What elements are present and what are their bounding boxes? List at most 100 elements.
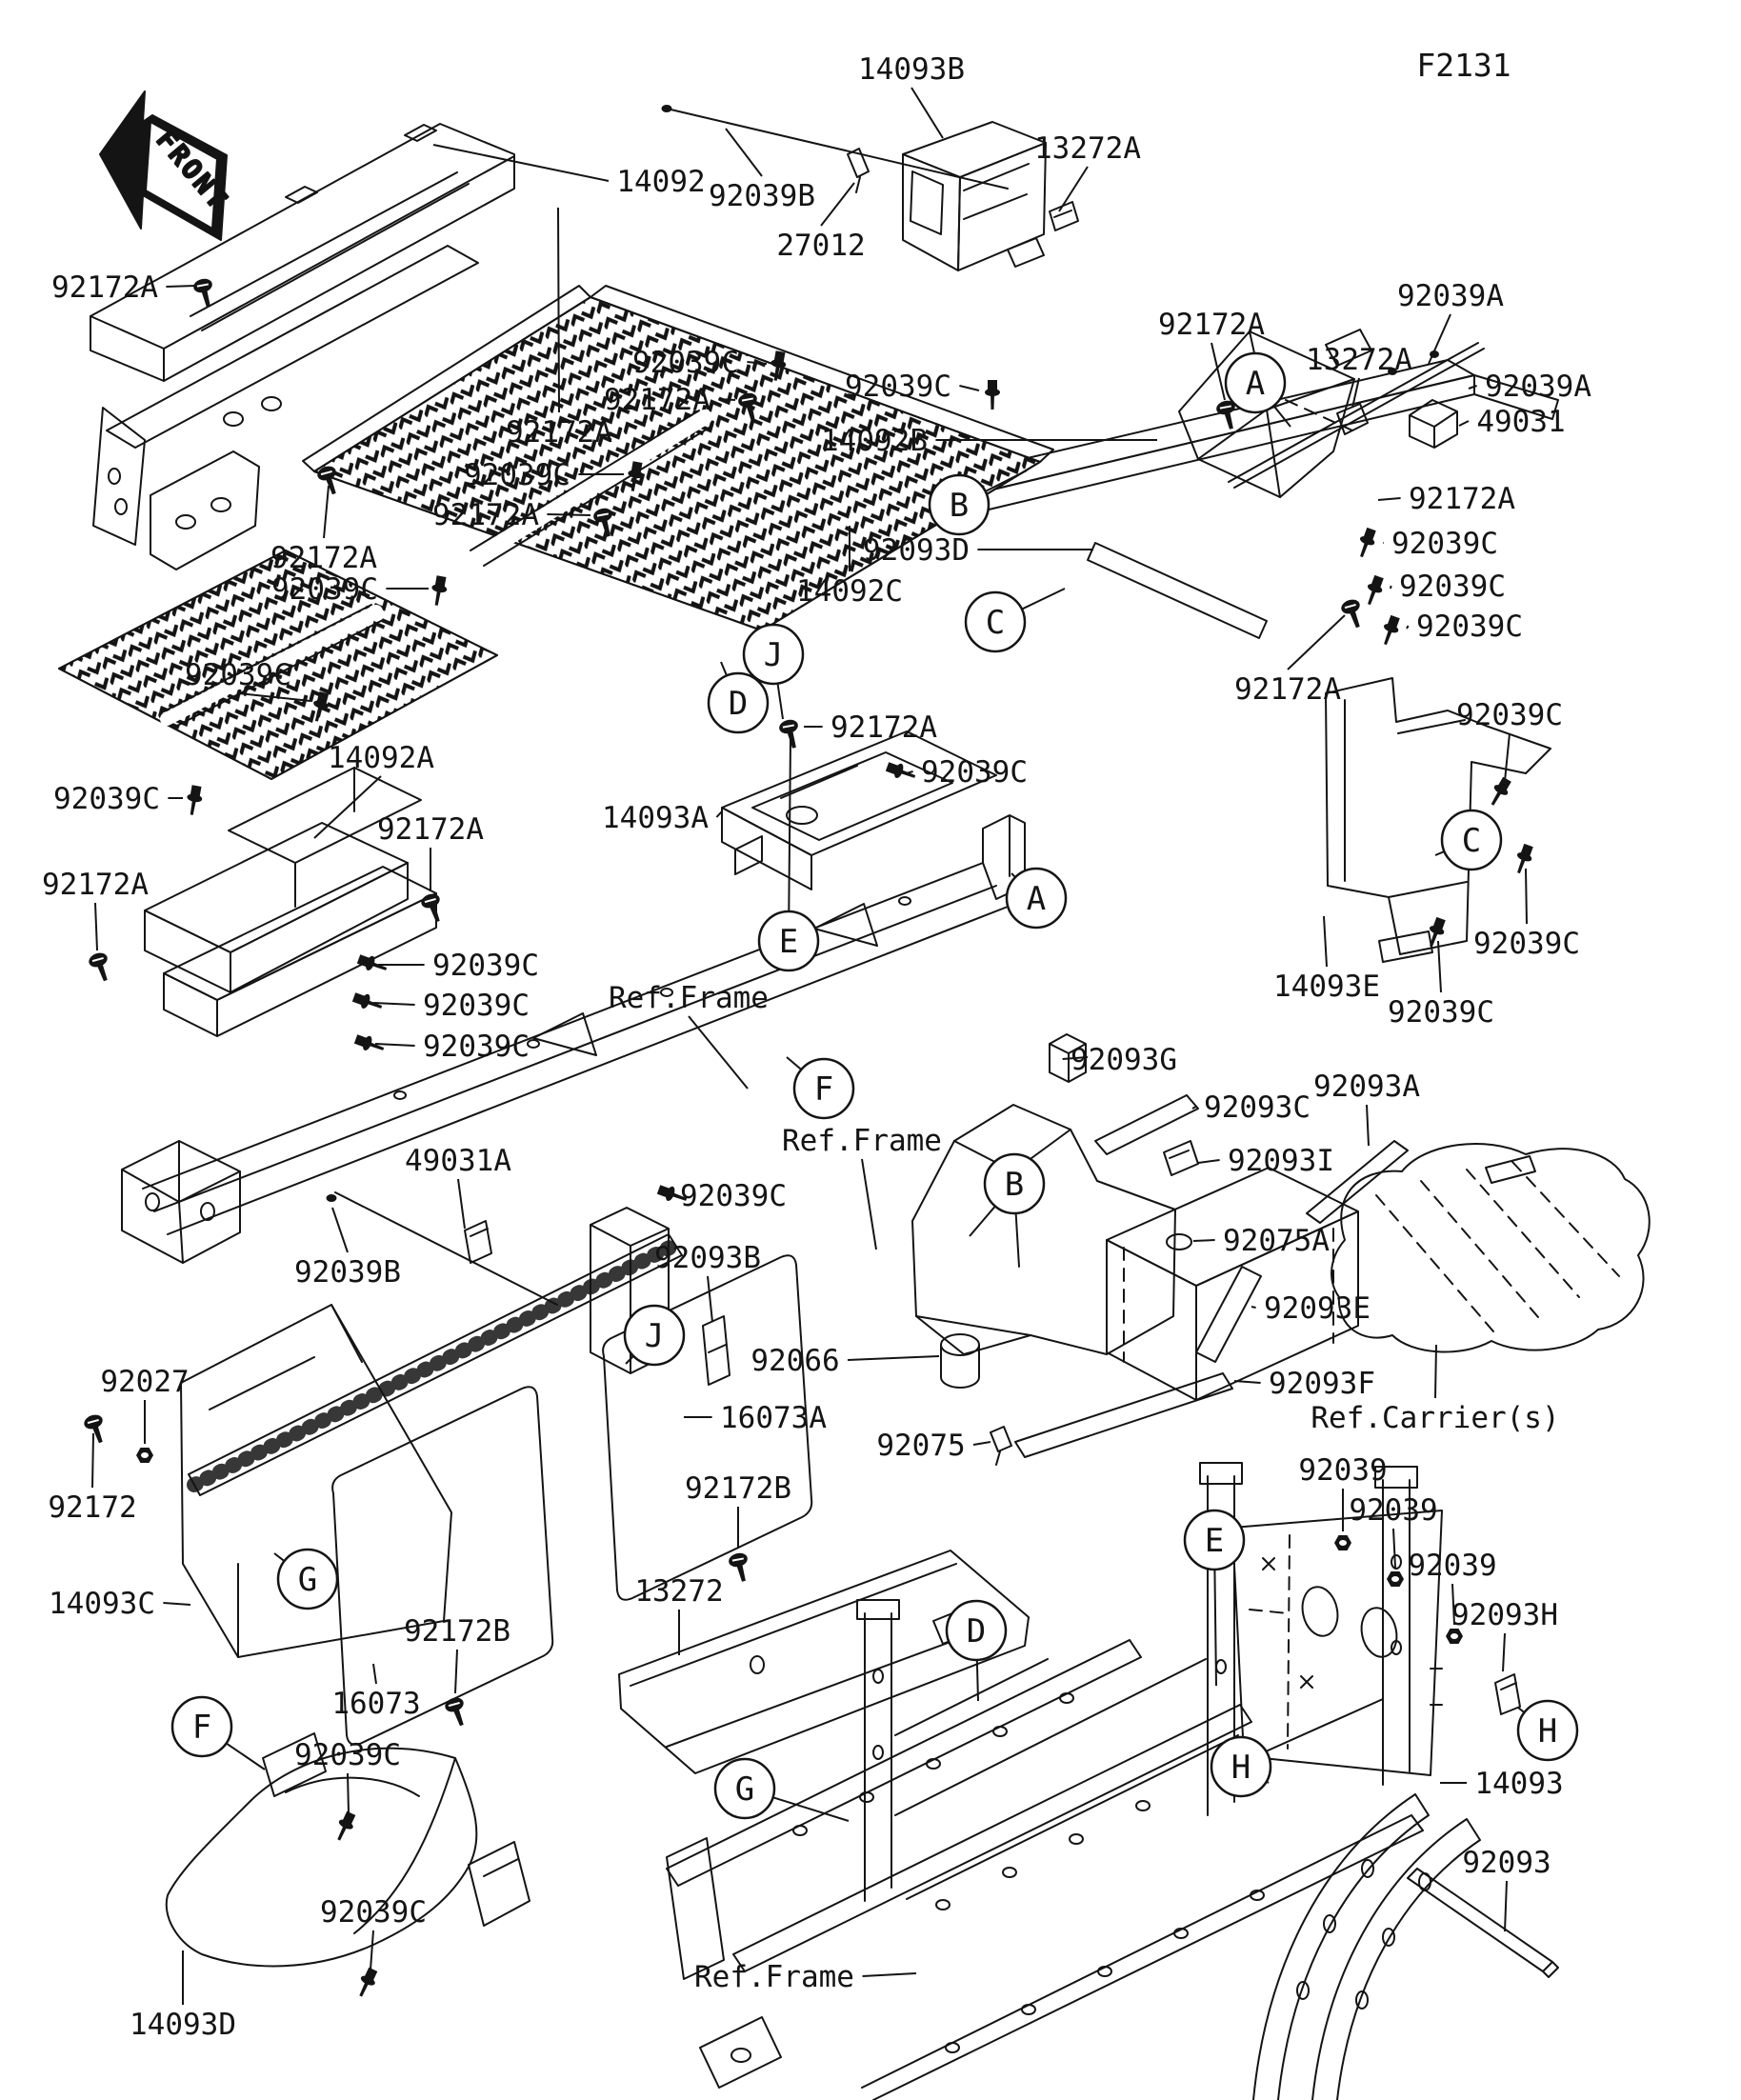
part-label: 92172A [1409, 482, 1515, 516]
front-arrow: FRONT [99, 90, 236, 241]
part-label: 13272A [1306, 343, 1412, 377]
leader-line [557, 207, 560, 413]
leader-line [725, 128, 763, 177]
part-92093E-bar [1195, 1266, 1262, 1363]
fastener-screw-icon [726, 1550, 754, 1585]
callout-leader-line [1022, 588, 1066, 610]
fastener-screw-icon [418, 890, 449, 927]
callout-letter: B [950, 487, 969, 525]
leader-line [1437, 940, 1442, 993]
part-label: 92039B [294, 1255, 401, 1290]
part-label: 92039C [1391, 527, 1498, 561]
callout-leader-line [1011, 872, 1016, 878]
part-92093I-clip [1163, 1140, 1199, 1176]
part-label: 92039A [1397, 279, 1504, 313]
callout-letter: C [1462, 822, 1481, 860]
ref-frame-ladder [666, 1462, 1481, 2100]
part-92093-rod [1407, 1868, 1559, 1978]
fastener-screw-icon [86, 950, 116, 986]
part-label: Ref.Frame [609, 981, 769, 1015]
callout-letter: E [779, 923, 798, 961]
callout-letter: H [1538, 1712, 1557, 1750]
callout-leader-line [773, 1796, 850, 1822]
leader-line [1458, 420, 1470, 427]
callout-leader-line [273, 1552, 285, 1562]
callout-letter: G [735, 1770, 754, 1809]
fastener-bolt-icon [985, 380, 1000, 410]
part-label: 92172B [404, 1614, 510, 1649]
part-label: 49031 [1476, 405, 1565, 439]
part-92093F-strip [1014, 1372, 1233, 1458]
leader-line [454, 1649, 458, 1694]
part-label: 92039 [1408, 1549, 1496, 1583]
callout-circle [983, 1152, 1046, 1215]
part-92093C-strip [1094, 1094, 1199, 1155]
callout-leader-line [776, 684, 784, 720]
leader-line [313, 775, 382, 839]
part-label: 92172A [604, 383, 710, 417]
leader-line [861, 1158, 877, 1250]
part-16073A-curtain [602, 1254, 813, 1601]
fastener-bolt-icon [184, 784, 205, 817]
part-92093A-strip [1306, 1140, 1409, 1224]
part-label: 27012 [776, 229, 865, 263]
leader-line [707, 1275, 713, 1323]
part-label: 92093E [1264, 1291, 1371, 1326]
part-label: 92039C [1473, 927, 1580, 961]
callout-letter: C [986, 604, 1005, 642]
leader-line [372, 1663, 377, 1685]
part-label: 92039C [53, 782, 160, 816]
fastener-screw-icon [1338, 596, 1369, 632]
leader-line [847, 1355, 940, 1361]
part-label: 92039C [921, 755, 1028, 790]
part-label: 92075A [1223, 1224, 1330, 1258]
part-label: 92172A [377, 812, 484, 847]
part-label: 92172A [42, 868, 149, 902]
part-label: 92039C [1399, 570, 1506, 604]
fastener-nut-icon [136, 1448, 153, 1463]
part-14093B-bracket [902, 121, 1079, 271]
callout-circle [945, 1599, 1008, 1662]
part-label: 14092C [796, 574, 903, 609]
callout-leader-line [1434, 850, 1444, 856]
part-label: 92039C [1416, 610, 1523, 644]
fastener-bolt-icon [331, 1810, 359, 1844]
part-92075-damper [990, 1426, 1012, 1466]
callout-leader-line [226, 1743, 266, 1770]
part-label: 14093C [49, 1587, 155, 1621]
ref-carrier [1331, 1143, 1651, 1353]
leader-line [372, 1002, 415, 1006]
part-label: 49031A [405, 1144, 511, 1178]
part-label: 92039C [1456, 698, 1563, 732]
leader-line [1062, 1056, 1089, 1060]
part-label: 92039C [632, 346, 739, 380]
leader-line [323, 485, 330, 539]
leader-line [370, 1930, 374, 1970]
callout-letter: A [1027, 880, 1046, 918]
part-label: 92172B [685, 1471, 791, 1506]
part-49031A-clip [464, 1220, 492, 1264]
part-label: 92093G [1071, 1043, 1177, 1077]
leader-line [432, 144, 610, 182]
leader-line [959, 385, 980, 391]
leader-line [1377, 497, 1401, 501]
leader-line [1502, 1632, 1506, 1672]
callout-leader-line [720, 661, 728, 675]
leader-line [1323, 915, 1328, 968]
part-label: 14092B [821, 424, 928, 458]
leader-line [1191, 1106, 1197, 1110]
part-label: 92039C [320, 1895, 427, 1930]
part-92093D-strip [1087, 542, 1268, 639]
part-label: 14092 [616, 165, 705, 199]
fastener-bolt-icon [350, 990, 385, 1015]
callout-circle [1005, 867, 1068, 930]
fastener-bolt-icon [1486, 775, 1514, 810]
part-label: 92093I [1228, 1144, 1334, 1178]
part-label: 13272 [634, 1574, 723, 1609]
callout-leader-line [986, 470, 1028, 492]
leader-line [747, 361, 768, 365]
